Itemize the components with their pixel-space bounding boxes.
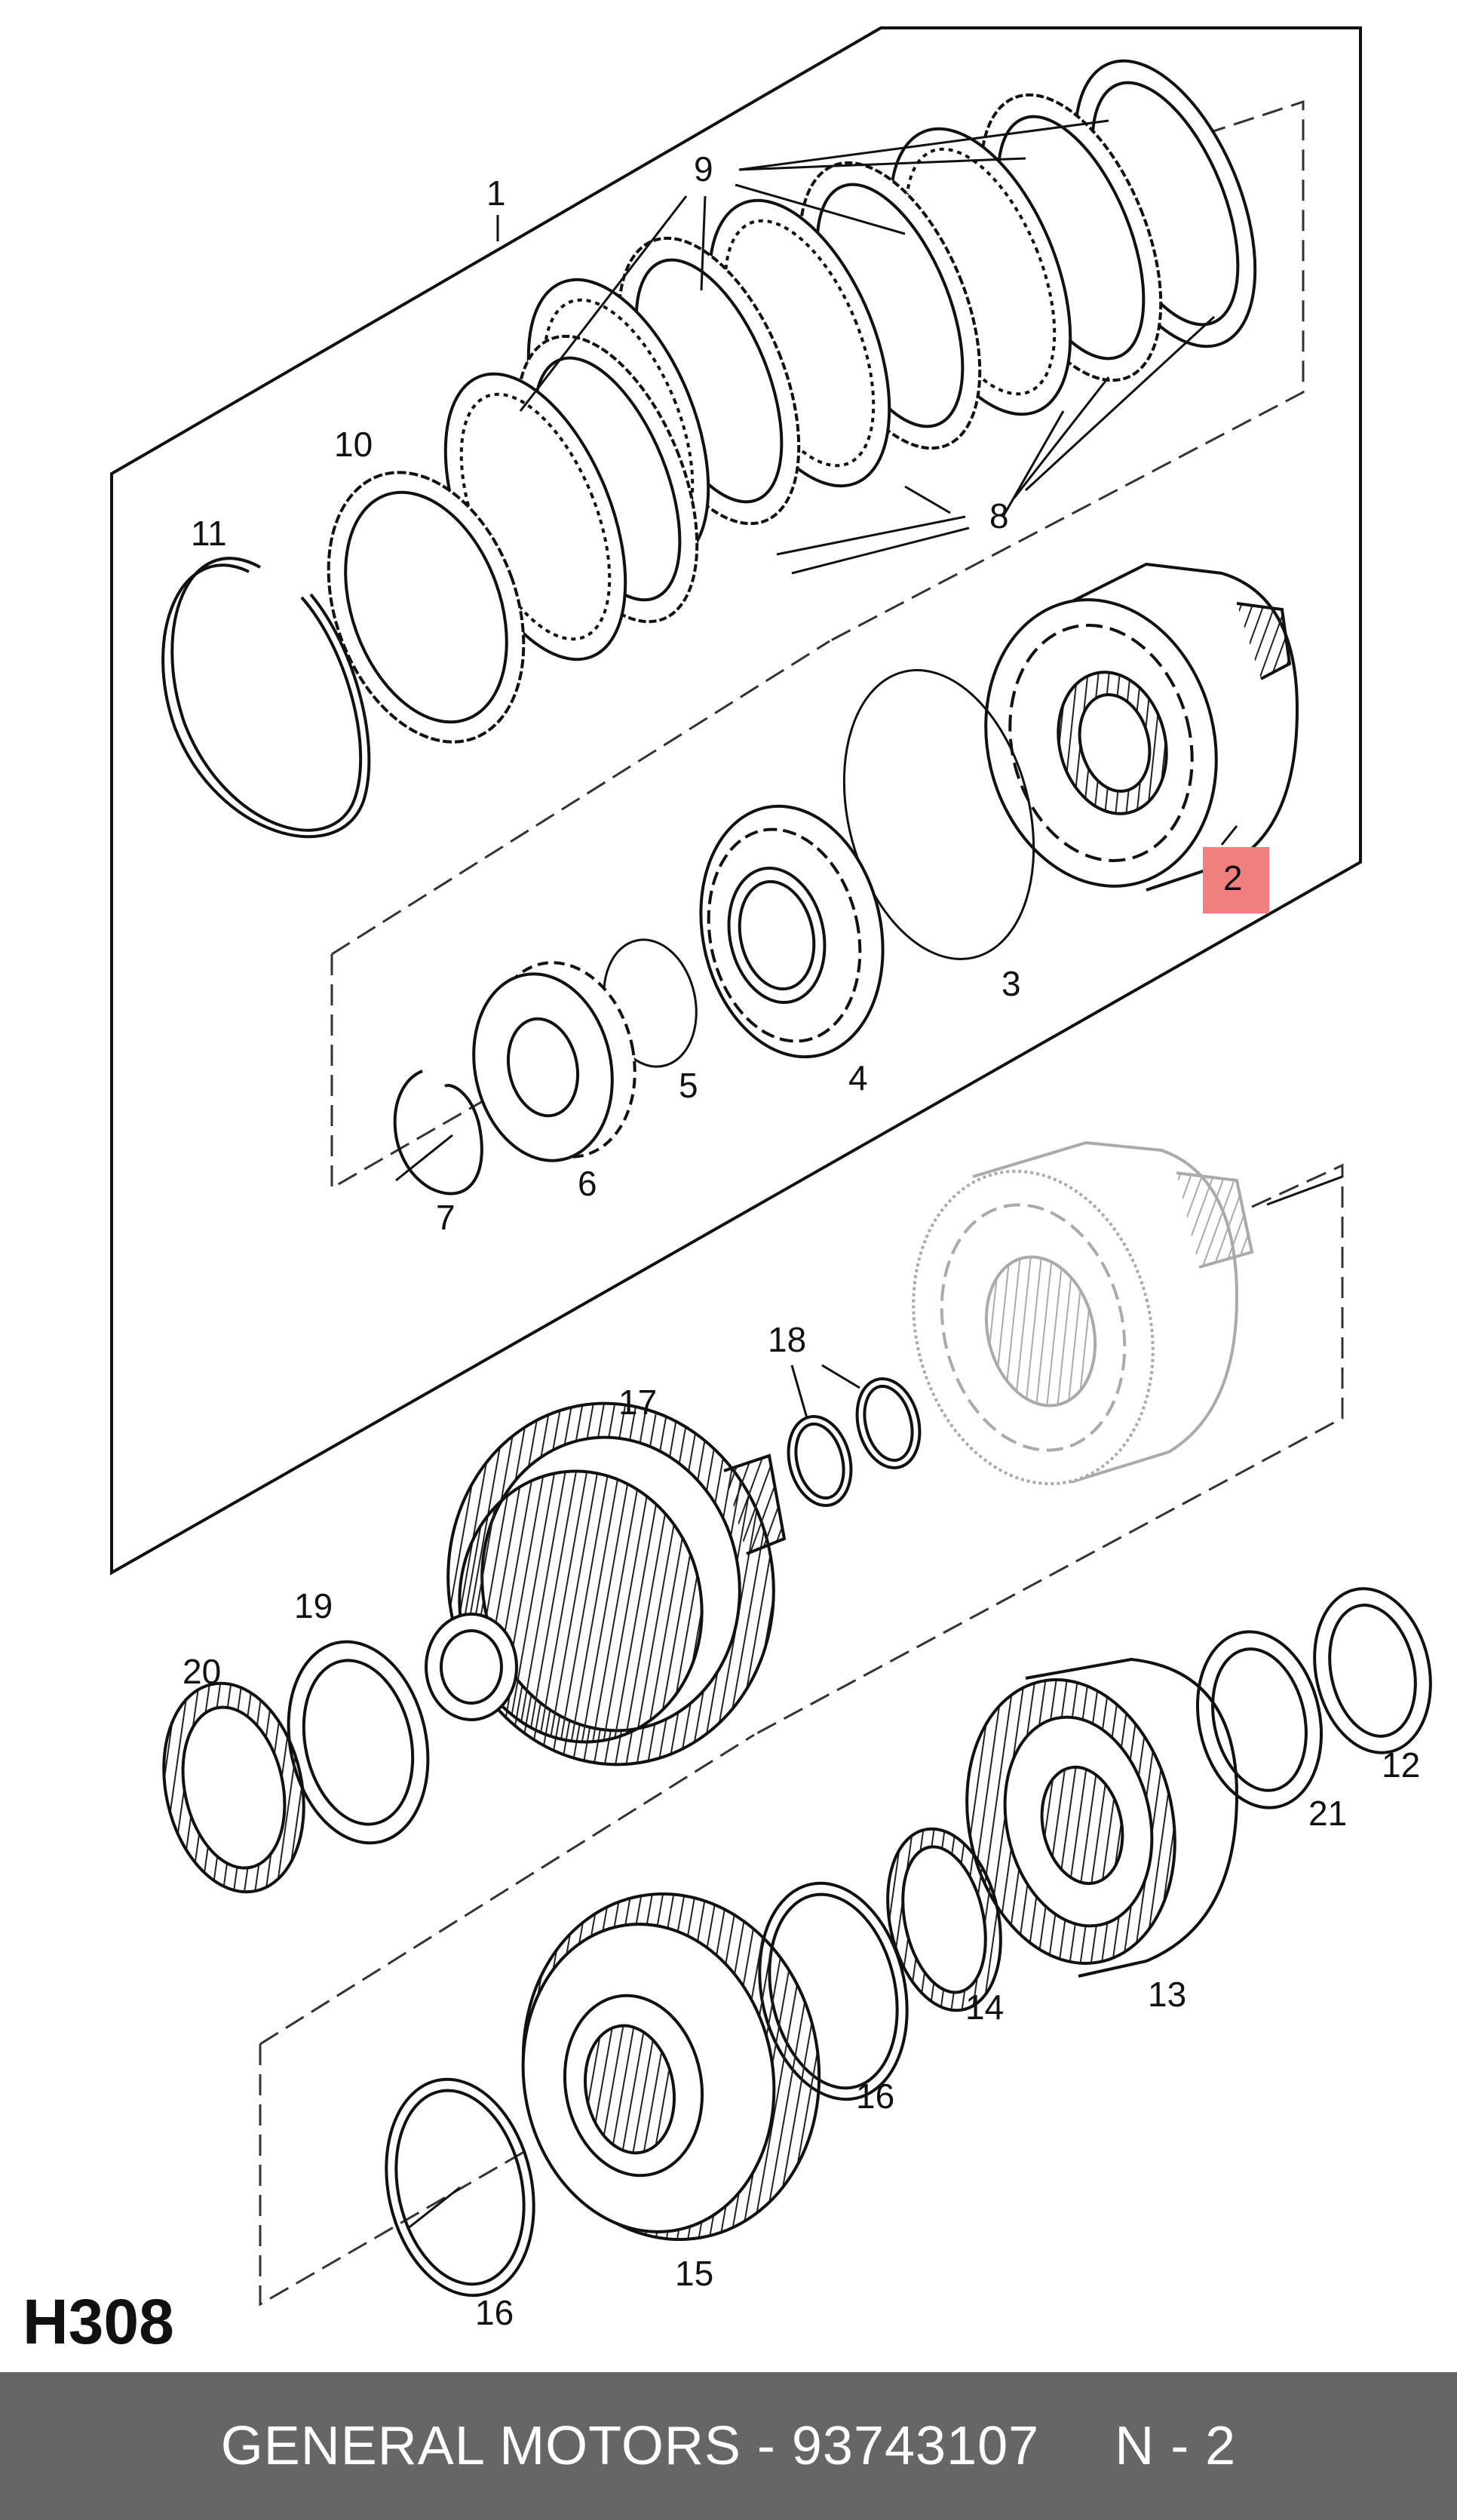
bearing-20 <box>162 1681 305 1894</box>
callout-19: 19 <box>294 1586 333 1625</box>
gear-17 <box>425 1401 787 1766</box>
callout-9: 9 <box>694 149 713 189</box>
piston-4 <box>699 804 885 1059</box>
ring-gear-13 <box>965 1657 1239 1978</box>
piston-group-box <box>330 640 830 1190</box>
callout-14: 14 <box>965 1987 1004 2027</box>
clutch-pack-group-box <box>829 100 1305 643</box>
callout-17: 17 <box>618 1383 657 1422</box>
footer-separator: - <box>741 2416 792 2476</box>
callout-20: 20 <box>183 1652 221 1691</box>
footer-position: N - 2 <box>1115 2416 1237 2476</box>
diagram-code: H308 <box>23 2286 174 2357</box>
washer-21 <box>1195 1630 1324 1809</box>
callout-1: 1 <box>486 173 506 213</box>
callout-4: 4 <box>848 1058 868 1097</box>
callout-8: 8 <box>989 496 1009 536</box>
footer-brand: GENERAL MOTORS <box>220 2416 741 2476</box>
bearing-14 <box>886 1827 1002 2012</box>
callout-12: 12 <box>1382 1745 1420 1785</box>
callout-6: 6 <box>578 1164 597 1203</box>
assembly-outline <box>110 26 1362 1576</box>
callout-16-lower: 16 <box>475 2293 514 2332</box>
callout-15: 15 <box>675 2254 713 2293</box>
seal-3 <box>842 669 1035 960</box>
housing-ghost <box>912 1140 1254 1486</box>
callout-21: 21 <box>1308 1794 1347 1833</box>
clutch-plates <box>443 59 1257 661</box>
clutch-housing-2 <box>984 562 1299 892</box>
retainer-16-lower <box>385 2077 535 2297</box>
highlight-box-item-2 <box>1203 847 1269 913</box>
footer-bar: GENERAL MOTORS - 93743107 N - 2 <box>0 2372 1457 2520</box>
callout-16-upper: 16 <box>856 2076 894 2116</box>
snap-ring-7 <box>393 1070 483 1196</box>
callout-2: 2 <box>1223 858 1243 898</box>
leader-lines <box>395 119 1343 2230</box>
callout-18: 18 <box>768 1320 806 1359</box>
exploded-parts-diagram: 1 9 10 11 8 2 3 4 5 6 7 18 17 19 20 12 2… <box>110 26 1432 2332</box>
return-spring-6 <box>472 961 636 1162</box>
carrier-15 <box>521 1892 821 2242</box>
callout-5: 5 <box>679 1066 698 1105</box>
callout-10: 10 <box>334 425 373 464</box>
snap-ring-11 <box>161 557 371 839</box>
lower-group-box <box>259 1733 755 2307</box>
callout-7: 7 <box>436 1198 456 1237</box>
housing-ghost-group-box <box>753 1163 1344 1736</box>
footer-part-number: 93743107 <box>791 2416 1040 2476</box>
callout-11: 11 <box>191 514 227 553</box>
backing-plate-10 <box>327 471 526 744</box>
washer-12 <box>1313 1587 1432 1754</box>
callout-3: 3 <box>1001 964 1021 1003</box>
seal-rings-18 <box>787 1377 922 1508</box>
callout-13: 13 <box>1148 1975 1186 2014</box>
